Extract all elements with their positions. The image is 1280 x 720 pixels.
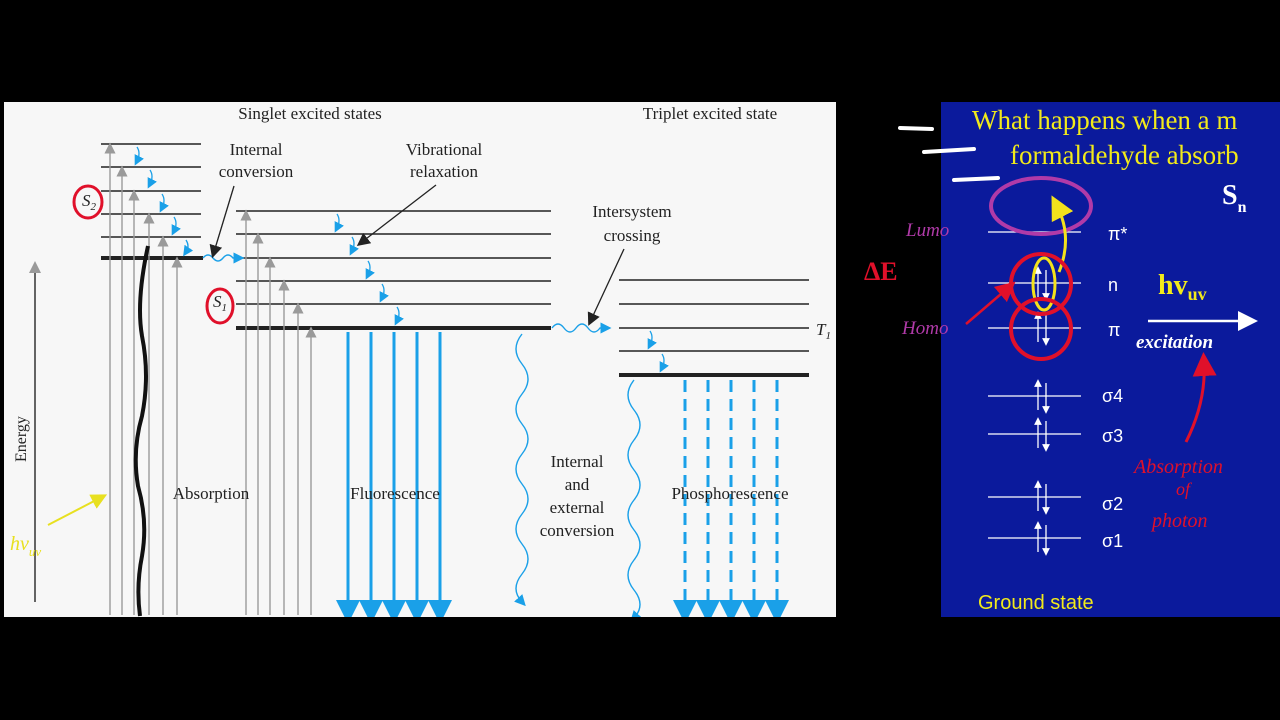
internal-external-label-3: external [550, 498, 605, 517]
absorption-photon-1: Absorption [1132, 456, 1223, 478]
s1-nonradiative-wave [514, 333, 529, 607]
t1-levels [619, 279, 809, 377]
mo-slide-background [941, 102, 1280, 617]
title-bullets [898, 126, 1000, 182]
t1-label: T1 [816, 320, 831, 342]
electron-pairs [1034, 266, 1050, 556]
s2-circle [72, 184, 104, 220]
homo-label: Homo [901, 318, 948, 339]
label-sigma3: σ3 [1102, 426, 1123, 446]
mo-slide-panel: What happens when a m formaldehyde absor… [836, 102, 1280, 617]
slide-title-line2: formaldehyde absorb [1010, 140, 1239, 170]
label-n: n [1108, 275, 1118, 295]
label-sigma1: σ1 [1102, 531, 1123, 551]
handwritten-absorption-line [133, 245, 150, 617]
slide-title-line1: What happens when a m [972, 105, 1237, 135]
label-pi-star: π* [1108, 224, 1127, 244]
internal-external-label-4: conversion [540, 521, 615, 540]
label-sigma4: σ4 [1102, 386, 1123, 406]
jablonski-diagram: Singlet excited states Triplet excited s… [4, 102, 836, 624]
internal-external-label-2: and [565, 475, 590, 494]
intersystem-crossing-pointer [587, 248, 625, 326]
fluorescence-label: Fluorescence [350, 484, 440, 503]
s2-label: S2 [82, 191, 97, 213]
absorption-photon-2: of [1176, 479, 1193, 499]
homo-circle-pi [1009, 297, 1073, 361]
singlet-header: Singlet excited states [238, 104, 382, 123]
energy-label: Energy [13, 416, 30, 462]
lumo-label: Lumo [905, 220, 949, 241]
label-pi: π [1108, 320, 1120, 340]
n-circle-yellow [1031, 256, 1057, 312]
lumo-circle [989, 176, 1093, 236]
s1-relaxation-arrows [334, 213, 404, 326]
internal-external-label-1: Internal [551, 452, 604, 471]
handwritten-hv-arrow [47, 494, 108, 526]
absorption-photon-3: photon [1150, 510, 1208, 532]
hv-uv-label: hvuv [1158, 270, 1207, 304]
internal-conversion-label-2: conversion [219, 162, 294, 181]
vibrational-relaxation-label-1: Vibrational [406, 140, 483, 159]
s1-levels [236, 210, 551, 330]
triplet-header: Triplet excited state [643, 104, 777, 123]
delta-e-label: ΔE [864, 257, 898, 286]
phosphorescence-label: Phosphorescence [671, 484, 788, 503]
internal-conversion-wave [202, 252, 245, 264]
label-sigma2: σ2 [1102, 494, 1123, 514]
vibrational-relaxation-label-2: relaxation [410, 162, 478, 181]
ground-state-label: Ground state [978, 592, 1094, 614]
internal-conversion-label-1: Internal [230, 140, 283, 159]
excitation-yellow-arrow [1051, 195, 1074, 273]
t1-relaxation-arrows [647, 330, 669, 373]
fluorescence-arrows [336, 332, 452, 624]
s1-label: S1 [213, 292, 227, 314]
excitation-label: excitation [1136, 332, 1213, 353]
absorption-arrows [104, 142, 317, 615]
s1-circle [205, 287, 235, 325]
intersystem-crossing-label-2: crossing [604, 226, 661, 245]
s2-levels [101, 143, 203, 260]
phosphorescence-arrows [673, 380, 789, 624]
homo-pointer [965, 281, 1016, 325]
s2-relaxation-arrows [134, 146, 194, 257]
t1-nonradiative-wave [627, 379, 642, 623]
absorption-pointer [1184, 352, 1217, 443]
vibrational-relaxation-pointer [356, 184, 437, 246]
intersystem-crossing-label-1: Intersystem [592, 202, 671, 221]
internal-conversion-pointer [209, 185, 235, 259]
handwritten-hv: hvuv [10, 533, 41, 559]
intersystem-crossing-wave [551, 322, 612, 334]
absorption-label: Absorption [173, 484, 250, 503]
sn-handwritten: Sn [1222, 180, 1247, 216]
